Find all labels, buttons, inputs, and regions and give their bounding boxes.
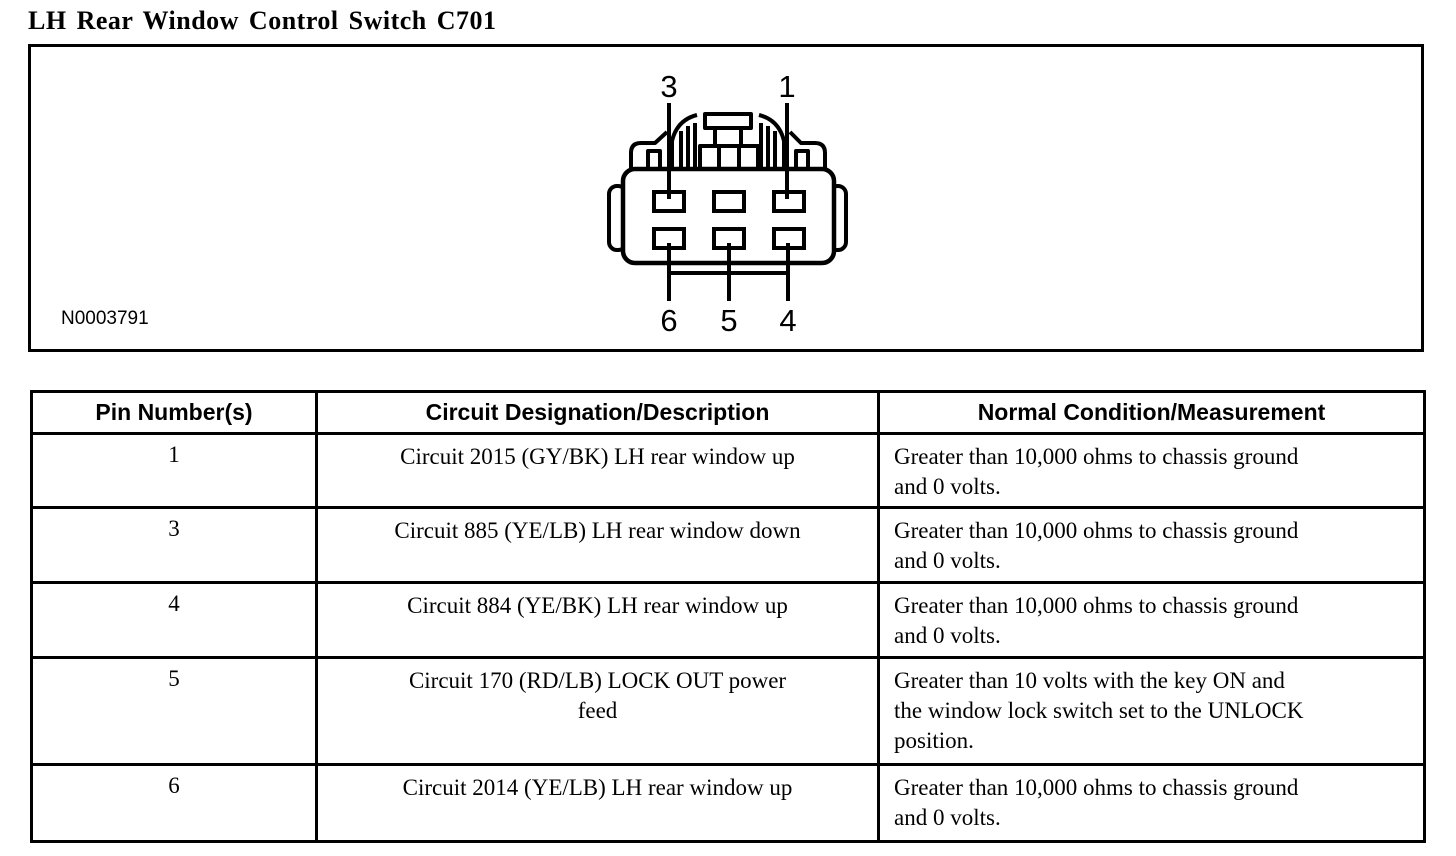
pin-cell: 3 — [30, 506, 318, 584]
cavity-2 — [712, 190, 746, 213]
pinout-table: Pin Number(s) Circuit Designation/Descri… — [30, 390, 1426, 843]
pin-cell: 6 — [30, 763, 318, 843]
table-row: 6 Circuit 2014 (YE/LB) LH rear window up… — [30, 763, 1426, 843]
circuit-cell: Circuit 2015 (GY/BK) LH rear window up — [315, 432, 880, 509]
table-header-row: Pin Number(s) Circuit Designation/Descri… — [30, 390, 1426, 435]
pin-cell: 5 — [30, 656, 318, 766]
circuit-cell: Circuit 2014 (YE/LB) LH rear window up — [315, 763, 880, 843]
header-pin-number: Pin Number(s) — [30, 390, 318, 435]
circuit-cell: Circuit 884 (YE/BK) LH rear window up — [315, 581, 880, 659]
pin-leader-lines — [667, 103, 790, 301]
pin-label-6: 6 — [660, 303, 677, 338]
table-row: 3 Circuit 885 (YE/LB) LH rear window dow… — [30, 506, 1426, 584]
pin-cell: 1 — [30, 432, 318, 509]
table-row: 5 Circuit 170 (RD/LB) LOCK OUT power fee… — [30, 656, 1426, 766]
header-normal-condition: Normal Condition/Measurement — [877, 390, 1426, 435]
condition-cell: Greater than 10,000 ohms to chassis grou… — [877, 506, 1426, 584]
condition-cell: Greater than 10,000 ohms to chassis grou… — [877, 432, 1426, 509]
table-row: 1 Circuit 2015 (GY/BK) LH rear window up… — [30, 432, 1426, 509]
condition-cell: Greater than 10,000 ohms to chassis grou… — [877, 581, 1426, 659]
connector-figure-frame: 3 1 6 5 4 N0003791 — [28, 44, 1424, 352]
header-circuit-designation: Circuit Designation/Description — [315, 390, 880, 435]
circuit-cell: Circuit 170 (RD/LB) LOCK OUT power feed — [315, 656, 880, 766]
pin-label-4: 4 — [779, 303, 796, 338]
pin-number-labels: 3 1 6 5 4 — [660, 69, 796, 338]
condition-cell: Greater than 10 volts with the key ON an… — [877, 656, 1426, 766]
page-title: LH Rear Window Control Switch C701 — [28, 6, 497, 35]
connector-latch-structure — [629, 112, 827, 176]
condition-cell: Greater than 10,000 ohms to chassis grou… — [877, 763, 1426, 843]
circuit-cell: Circuit 885 (YE/LB) LH rear window down — [315, 506, 880, 584]
pin-label-1: 1 — [778, 69, 795, 104]
table-row: 4 Circuit 884 (YE/BK) LH rear window up … — [30, 581, 1426, 659]
connector-pinout-diagram: 3 1 6 5 4 N0003791 — [61, 69, 848, 338]
figure-label: N0003791 — [61, 308, 149, 329]
pin-cell: 4 — [30, 581, 318, 659]
pin-label-3: 3 — [660, 69, 677, 104]
pin-label-5: 5 — [720, 303, 737, 338]
